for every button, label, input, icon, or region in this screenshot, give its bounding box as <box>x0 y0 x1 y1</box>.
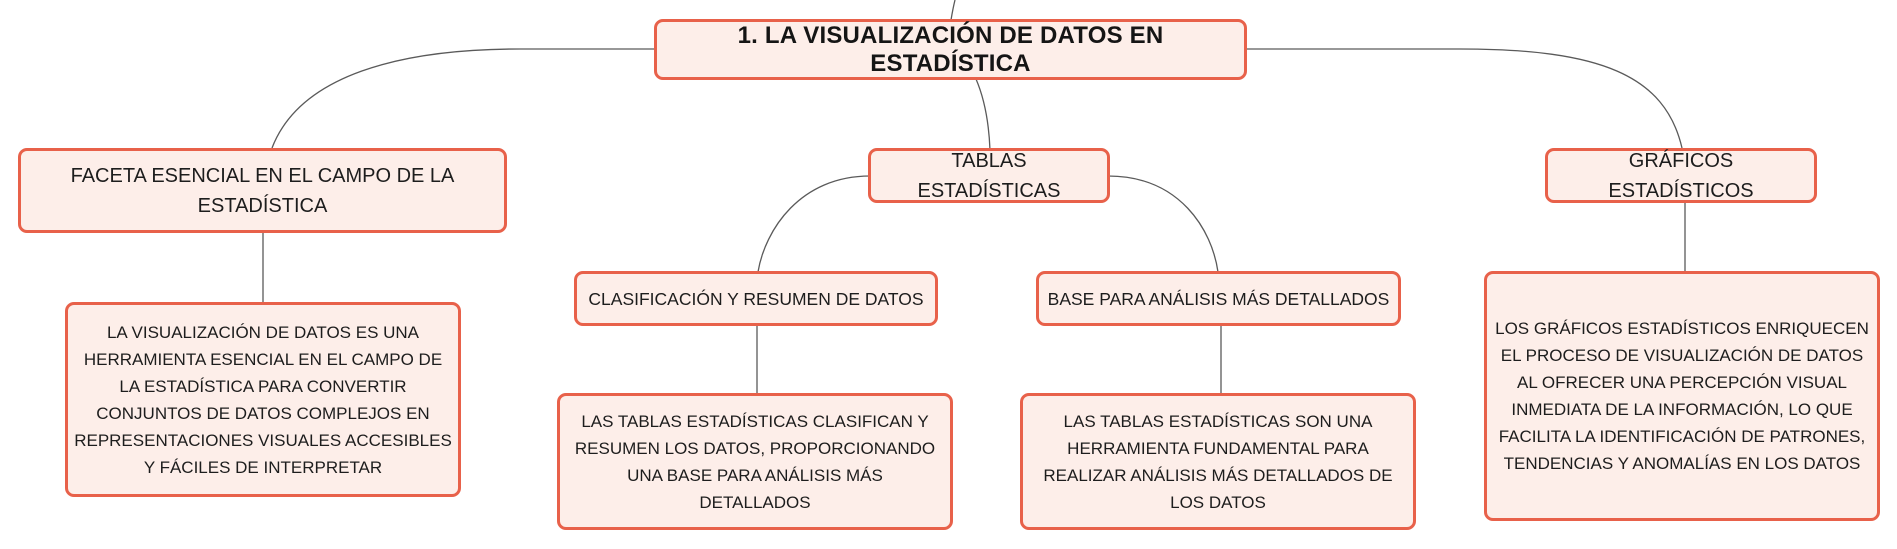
topic-tablas-estadisticas-label: TABLAS ESTADÍSTICAS <box>917 149 1061 202</box>
connector-root-to-tablas <box>975 78 991 151</box>
connector-root-to-faceta <box>271 48 656 149</box>
connector-root-to-graficos <box>1244 48 1683 149</box>
topic-faceta-esencial-label: FACETA ESENCIAL EN EL CAMPO DE LA ESTADÍ… <box>70 164 455 217</box>
topic-clasificacion-resumen-label: CLASIFICACIÓN Y RESUMEN DE DATOS <box>588 288 924 309</box>
detail-graficos-estadisticos-text: LOS GRÁFICOS ESTADÍSTICOS ENRIQUECEN EL … <box>1495 319 1869 473</box>
topic-clasificacion-resumen[interactable]: CLASIFICACIÓN Y RESUMEN DE DATOS <box>574 271 938 326</box>
topic-graficos-estadisticos[interactable]: GRÁFICOS ESTADÍSTICOS <box>1545 148 1817 203</box>
connector-tablas-to-clasificacion <box>757 175 871 273</box>
topic-tablas-estadisticas[interactable]: TABLAS ESTADÍSTICAS <box>868 148 1110 203</box>
topic-graficos-estadisticos-label: GRÁFICOS ESTADÍSTICOS <box>1608 149 1754 202</box>
detail-base-analisis-text: LAS TABLAS ESTADÍSTICAS SON UNA HERRAMIE… <box>1043 411 1393 512</box>
topic-base-analisis[interactable]: BASE PARA ANÁLISIS MÁS DETALLADOS <box>1036 271 1401 326</box>
detail-clasificacion-resumen[interactable]: LAS TABLAS ESTADÍSTICAS CLASIFICAN Y RES… <box>557 393 953 530</box>
detail-base-analisis[interactable]: LAS TABLAS ESTADÍSTICAS SON UNA HERRAMIE… <box>1020 393 1416 530</box>
topic-faceta-esencial[interactable]: FACETA ESENCIAL EN EL CAMPO DE LA ESTADÍ… <box>18 148 507 233</box>
topic-base-analisis-label: BASE PARA ANÁLISIS MÁS DETALLADOS <box>1047 288 1390 309</box>
detail-clasificacion-resumen-text: LAS TABLAS ESTADÍSTICAS CLASIFICAN Y RES… <box>574 411 936 512</box>
detail-faceta-esencial-text: LA VISUALIZACIÓN DE DATOS ES UNA HERRAMI… <box>74 322 452 477</box>
root-topic-label: 1. LA VISUALIZACIÓN DE DATOS EN ESTADÍST… <box>737 21 1164 77</box>
connector-tablas-to-base <box>1107 175 1219 273</box>
detail-graficos-estadisticos[interactable]: LOS GRÁFICOS ESTADÍSTICOS ENRIQUECEN EL … <box>1484 271 1880 521</box>
connector-parent-to-root <box>950 0 956 21</box>
root-topic[interactable]: 1. LA VISUALIZACIÓN DE DATOS EN ESTADÍST… <box>654 19 1247 80</box>
detail-faceta-esencial[interactable]: LA VISUALIZACIÓN DE DATOS ES UNA HERRAMI… <box>65 302 461 497</box>
